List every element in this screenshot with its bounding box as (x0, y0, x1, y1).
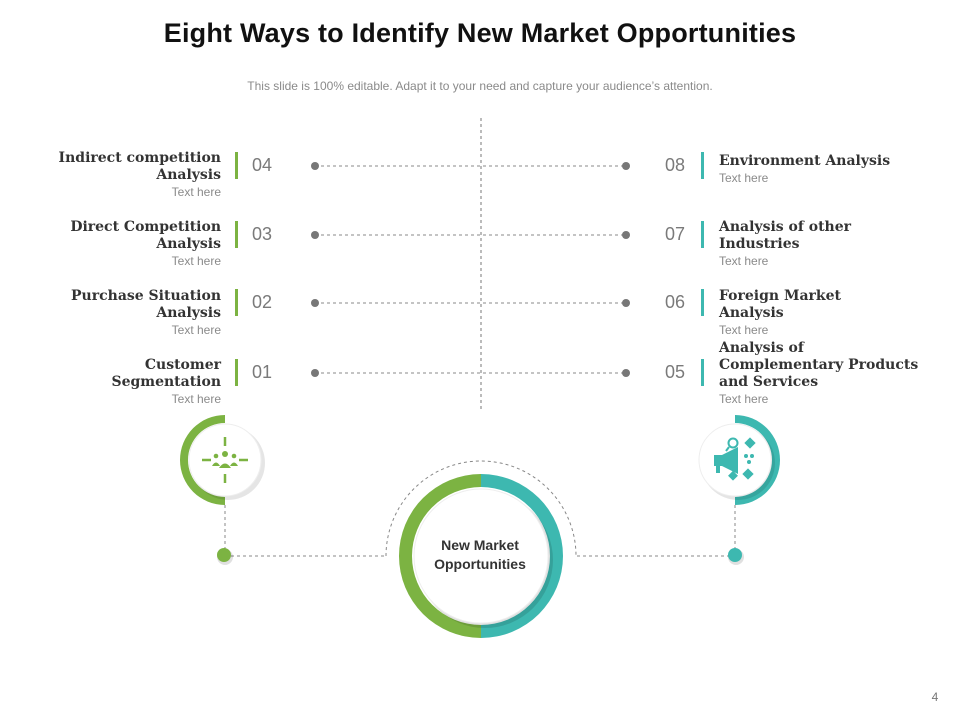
accent-bar-03 (235, 221, 238, 248)
center-ring (399, 474, 563, 638)
item-number-07: 07 (665, 224, 686, 244)
accent-bar-01 (235, 359, 238, 386)
page-number: 4 (931, 690, 939, 704)
accent-bars (235, 152, 704, 386)
row-dot (311, 231, 319, 239)
item-number-05: 05 (665, 362, 686, 382)
item-subtext: Text here (171, 185, 221, 199)
row-dot (622, 299, 630, 307)
row-dot (622, 369, 630, 377)
row-dot (311, 162, 319, 170)
accent-bar-02 (235, 289, 238, 316)
accent-bar-07 (701, 221, 704, 248)
item-subtext: Text here (171, 323, 221, 337)
center-dashed-arc (385, 460, 577, 557)
item-subtext: Text here (171, 392, 221, 406)
item-subtext: Text here (719, 323, 769, 337)
left-icon-ring (180, 415, 265, 505)
bottom-connectors (217, 460, 744, 565)
green-node-dot (217, 548, 231, 562)
item-heading: Environment Analysis (719, 153, 891, 169)
right-item-08: Environment Analysis Text here (719, 153, 949, 185)
item-subtext: Text here (719, 171, 769, 185)
teal-node-dot (728, 548, 742, 562)
item-number-06: 06 (665, 292, 686, 312)
item-number-02: 02 (252, 292, 273, 312)
row-dot (622, 162, 630, 170)
item-number-03: 03 (252, 224, 273, 244)
customer-target-icon (202, 437, 248, 483)
row-dot (311, 299, 319, 307)
item-subtext: Text here (719, 254, 769, 268)
accent-bar-08 (701, 152, 704, 179)
row-connectors (311, 162, 630, 377)
item-number-08: 08 (665, 155, 686, 175)
row-dot (622, 231, 630, 239)
slide-subtitle: This slide is 100% editable. Adapt it to… (247, 79, 713, 93)
accent-bar-04 (235, 152, 238, 179)
accent-bar-05 (701, 359, 704, 386)
accent-bar-06 (701, 289, 704, 316)
item-subtext: Text here (171, 254, 221, 268)
item-number-01: 01 (252, 362, 273, 382)
marketing-megaphone-icon (714, 437, 756, 481)
row-dot (311, 369, 319, 377)
item-number-04: 04 (252, 155, 273, 175)
right-icon-ring (698, 415, 780, 505)
item-subtext: Text here (719, 392, 769, 406)
slide-title: Eight Ways to Identify New Market Opport… (163, 18, 797, 48)
